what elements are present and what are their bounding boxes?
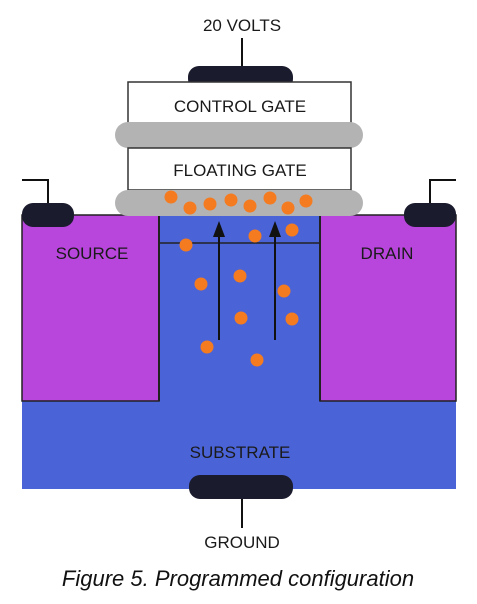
upper-oxide-layer bbox=[115, 122, 363, 148]
electron bbox=[233, 269, 247, 283]
ground-contact bbox=[189, 475, 293, 499]
electron bbox=[277, 284, 291, 298]
drain-region bbox=[319, 214, 457, 402]
electron-group bbox=[164, 190, 313, 367]
electron bbox=[203, 197, 217, 211]
top-voltage-label: 20 VOLTS bbox=[203, 16, 281, 35]
electron bbox=[194, 277, 208, 291]
substrate-label: SUBSTRATE bbox=[190, 443, 291, 462]
electron bbox=[243, 199, 257, 213]
electron bbox=[299, 194, 313, 208]
electron bbox=[183, 201, 197, 215]
source-label: SOURCE bbox=[56, 244, 129, 263]
electron bbox=[263, 191, 277, 205]
figure-caption: Figure 5. Programmed configuration bbox=[62, 566, 414, 591]
electron bbox=[285, 223, 299, 237]
electron bbox=[179, 238, 193, 252]
control-gate-label: CONTROL GATE bbox=[174, 97, 306, 116]
control-gate-box bbox=[127, 81, 352, 125]
source-region bbox=[21, 214, 160, 402]
drain-lead-wire bbox=[429, 179, 456, 206]
electron bbox=[234, 311, 248, 325]
electron-flow-arrowhead-left bbox=[213, 221, 225, 237]
source-contact bbox=[22, 203, 74, 227]
electron bbox=[164, 190, 178, 204]
electron bbox=[250, 353, 264, 367]
floating-gate-label: FLOATING GATE bbox=[173, 161, 307, 180]
electron bbox=[248, 229, 262, 243]
drain-contact bbox=[404, 203, 456, 227]
electron bbox=[281, 201, 295, 215]
electron bbox=[285, 312, 299, 326]
electron-flow-arrowhead-right bbox=[269, 221, 281, 237]
drain-label: DRAIN bbox=[361, 244, 414, 263]
electron bbox=[200, 340, 214, 354]
electron bbox=[224, 193, 238, 207]
source-lead-wire bbox=[22, 179, 49, 206]
lower-oxide-layer bbox=[115, 190, 363, 216]
ground-label: GROUND bbox=[204, 533, 280, 552]
